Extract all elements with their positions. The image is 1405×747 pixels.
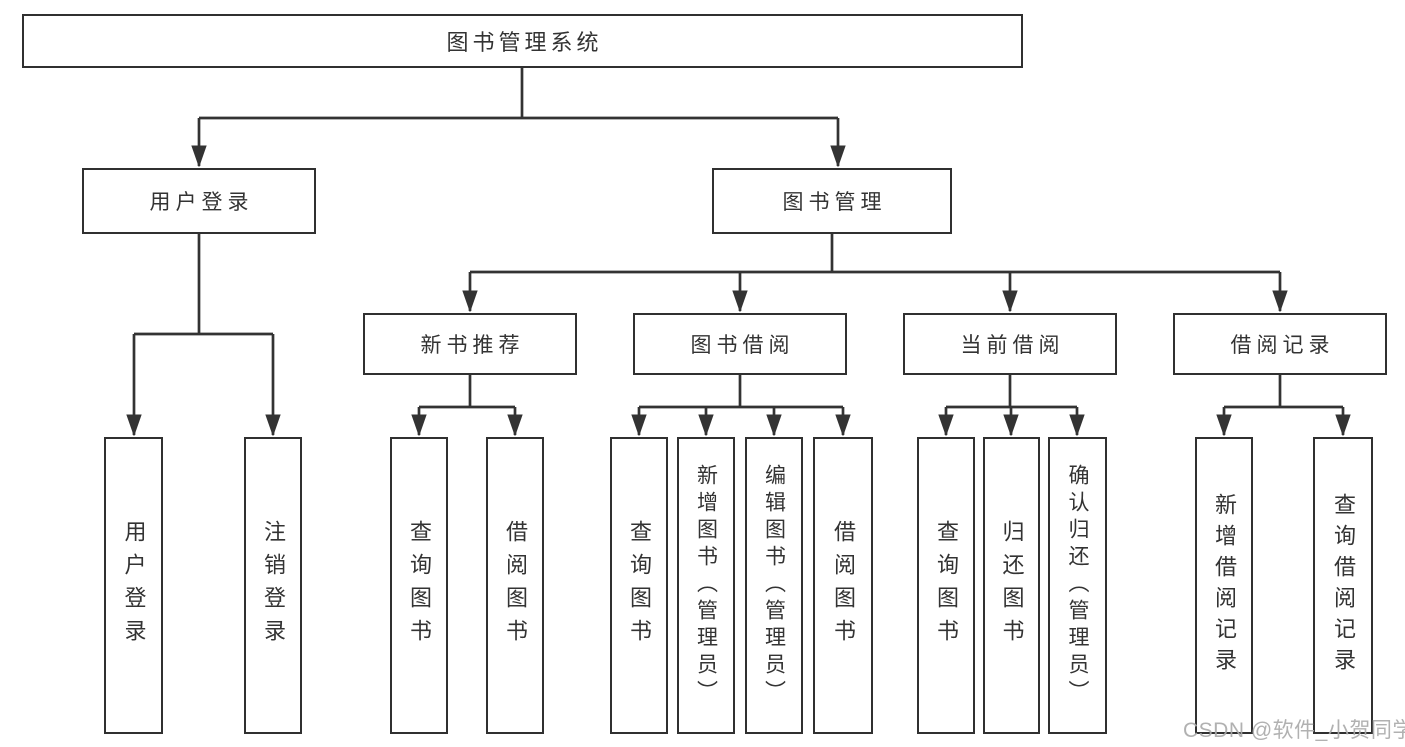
- leaf-add-borrow-record-label: 新增借阅记录: [1212, 492, 1237, 679]
- leaf-return-books: 归还图书: [983, 437, 1040, 734]
- leaf-confirm-return-admin: 确认归还（管理员）: [1048, 437, 1107, 734]
- leaf-query-borrow-record-label: 查询借阅记录: [1331, 492, 1356, 679]
- node-current-borrow: 当前借阅: [903, 313, 1117, 375]
- leaf-newbooks-query-books: 查询图书: [390, 437, 448, 734]
- leaf-newbooks-query-books-label: 查询图书: [407, 519, 432, 652]
- node-book-management: 图书管理: [712, 168, 952, 234]
- leaf-newbooks-borrow-books-label: 借阅图书: [503, 519, 528, 652]
- leaf-query-borrow-record: 查询借阅记录: [1313, 437, 1373, 734]
- leaf-user-login-label: 用户登录: [121, 519, 147, 652]
- csdn-watermark: CSDN @软件_小贺同学: [1183, 719, 1405, 742]
- leaf-confirm-return-admin-label: 确认归还（管理员）: [1066, 464, 1089, 707]
- node-borrow-records: 借阅记录: [1173, 313, 1387, 375]
- node-book-borrow: 图书借阅: [633, 313, 847, 375]
- leaf-current-query-books: 查询图书: [917, 437, 975, 734]
- leaf-edit-books-admin: 编辑图书（管理员）: [745, 437, 803, 734]
- leaf-add-books-admin-label: 新增图书（管理员）: [694, 464, 718, 707]
- node-new-book-recommend: 新书推荐: [363, 313, 577, 375]
- leaf-current-query-books-label: 查询图书: [934, 519, 959, 652]
- node-root-system: 图书管理系统: [22, 14, 1023, 68]
- leaf-logout: 注销登录: [244, 437, 302, 734]
- leaf-logout-label: 注销登录: [261, 519, 286, 652]
- leaf-borrow-query-books-label: 查询图书: [627, 519, 652, 652]
- leaf-return-books-label: 归还图书: [999, 519, 1025, 652]
- leaf-add-borrow-record: 新增借阅记录: [1195, 437, 1253, 734]
- leaf-user-login: 用户登录: [104, 437, 163, 734]
- leaf-edit-books-admin-label: 编辑图书（管理员）: [762, 464, 786, 707]
- leaf-borrow-query-books: 查询图书: [610, 437, 668, 734]
- leaf-newbooks-borrow-books: 借阅图书: [486, 437, 544, 734]
- leaf-borrow-borrow-books: 借阅图书: [813, 437, 873, 734]
- leaf-borrow-borrow-books-label: 借阅图书: [831, 519, 856, 652]
- leaf-add-books-admin: 新增图书（管理员）: [677, 437, 735, 734]
- node-user-login: 用户登录: [82, 168, 316, 234]
